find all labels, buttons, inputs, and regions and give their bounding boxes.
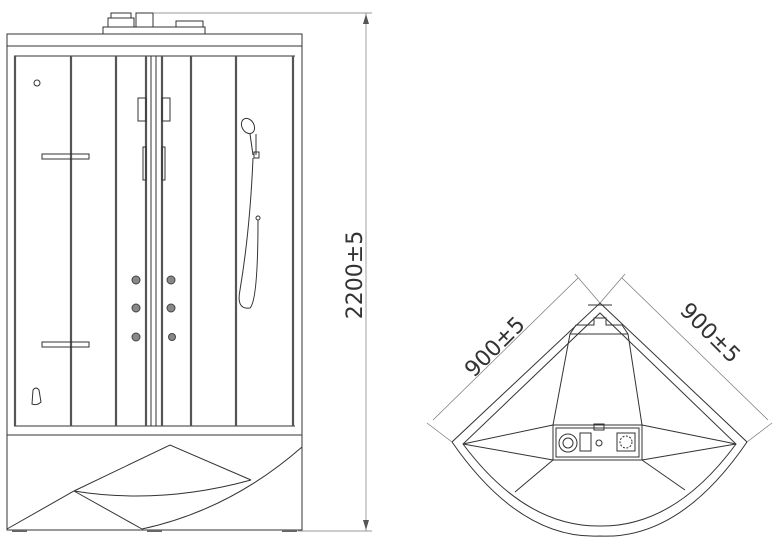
shelf-lower <box>41 341 90 348</box>
massage-jets <box>131 275 176 342</box>
roof-units <box>102 12 206 35</box>
front-view: 2200±5 <box>6 12 372 532</box>
control-panel <box>552 424 643 461</box>
hand-shower-icon <box>238 117 261 309</box>
tray-outline <box>451 302 748 537</box>
plan-dimension-right: 900±5 <box>599 273 773 443</box>
tray-base <box>6 434 303 531</box>
top-frame <box>6 33 303 47</box>
tray-apron-lines <box>6 444 303 530</box>
hook-icon <box>31 387 42 406</box>
console-top <box>569 317 629 335</box>
door-handles <box>137 97 171 181</box>
height-dimension-label: 2200±5 <box>343 231 368 319</box>
plan-view: 900±5 900±5 <box>426 273 773 537</box>
shelf-upper <box>41 153 90 160</box>
fan-icon <box>616 432 636 452</box>
glass-panel-mullions <box>13 56 295 426</box>
console <box>552 333 643 426</box>
light-icon <box>33 79 41 87</box>
left-side-dimension-label: 900±5 <box>460 312 530 382</box>
tray-facet-lines <box>462 424 737 493</box>
height-dimension: 2200±5 <box>153 12 372 532</box>
feet <box>12 530 297 532</box>
plan-dimension-left: 900±5 <box>426 273 601 443</box>
right-side-dimension-label: 900±5 <box>674 298 744 368</box>
radio-speaker-icon <box>558 433 578 453</box>
